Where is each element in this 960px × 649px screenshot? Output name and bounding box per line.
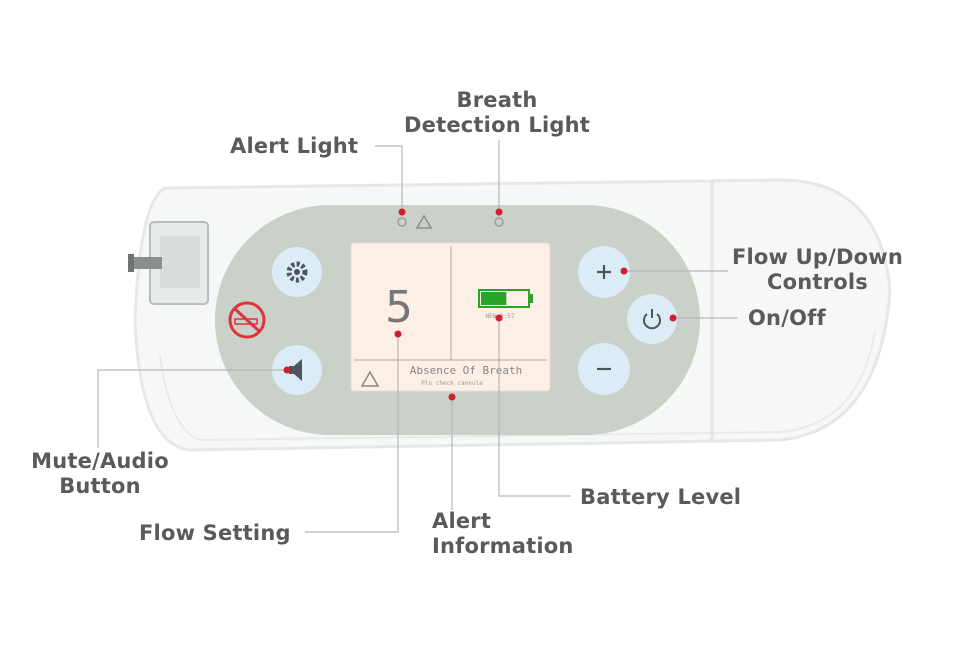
gear-icon: [286, 261, 308, 283]
power-button[interactable]: [627, 294, 677, 344]
label-alert-light: Alert Light: [230, 134, 359, 158]
label-on-off: On/Off: [748, 306, 826, 330]
label-breath-detection-light: Breath Detection Light: [404, 88, 590, 137]
plus-icon: [597, 265, 611, 279]
flow-down-button[interactable]: [578, 343, 630, 395]
speaker-icon: [289, 359, 302, 381]
warning-triangle-icon: [360, 370, 380, 387]
no-smoking-icon: [228, 301, 266, 339]
settings-button[interactable]: [272, 247, 322, 297]
alert-subtext: Pls check cannula: [421, 380, 483, 387]
flow-value: 5: [385, 282, 413, 333]
label-battery-level: Battery Level: [580, 485, 742, 509]
breath-detection-light: [494, 217, 504, 227]
label-flow-setting: Flow Setting: [139, 521, 291, 545]
label-mute-audio: Mute/Audio Button: [31, 449, 169, 498]
label-alert-information: Alert Information: [432, 509, 574, 558]
leader-lines: [97, 140, 738, 533]
warning-triangle-icon: [415, 214, 433, 229]
lcd-screen: 5 NEW 0:57 Absence Of Breath Pls check c…: [350, 242, 551, 392]
alert-text: Absence Of Breath: [410, 364, 523, 377]
alert-light: [397, 217, 407, 227]
callout-markers: [283, 208, 677, 401]
oxygen-connector: [128, 221, 209, 305]
mute-audio-button[interactable]: [272, 345, 322, 395]
flow-up-button[interactable]: [578, 246, 630, 298]
label-flow-controls: Flow Up/Down Controls: [731, 245, 904, 294]
battery-fill: [481, 292, 507, 305]
power-icon: [643, 313, 661, 330]
